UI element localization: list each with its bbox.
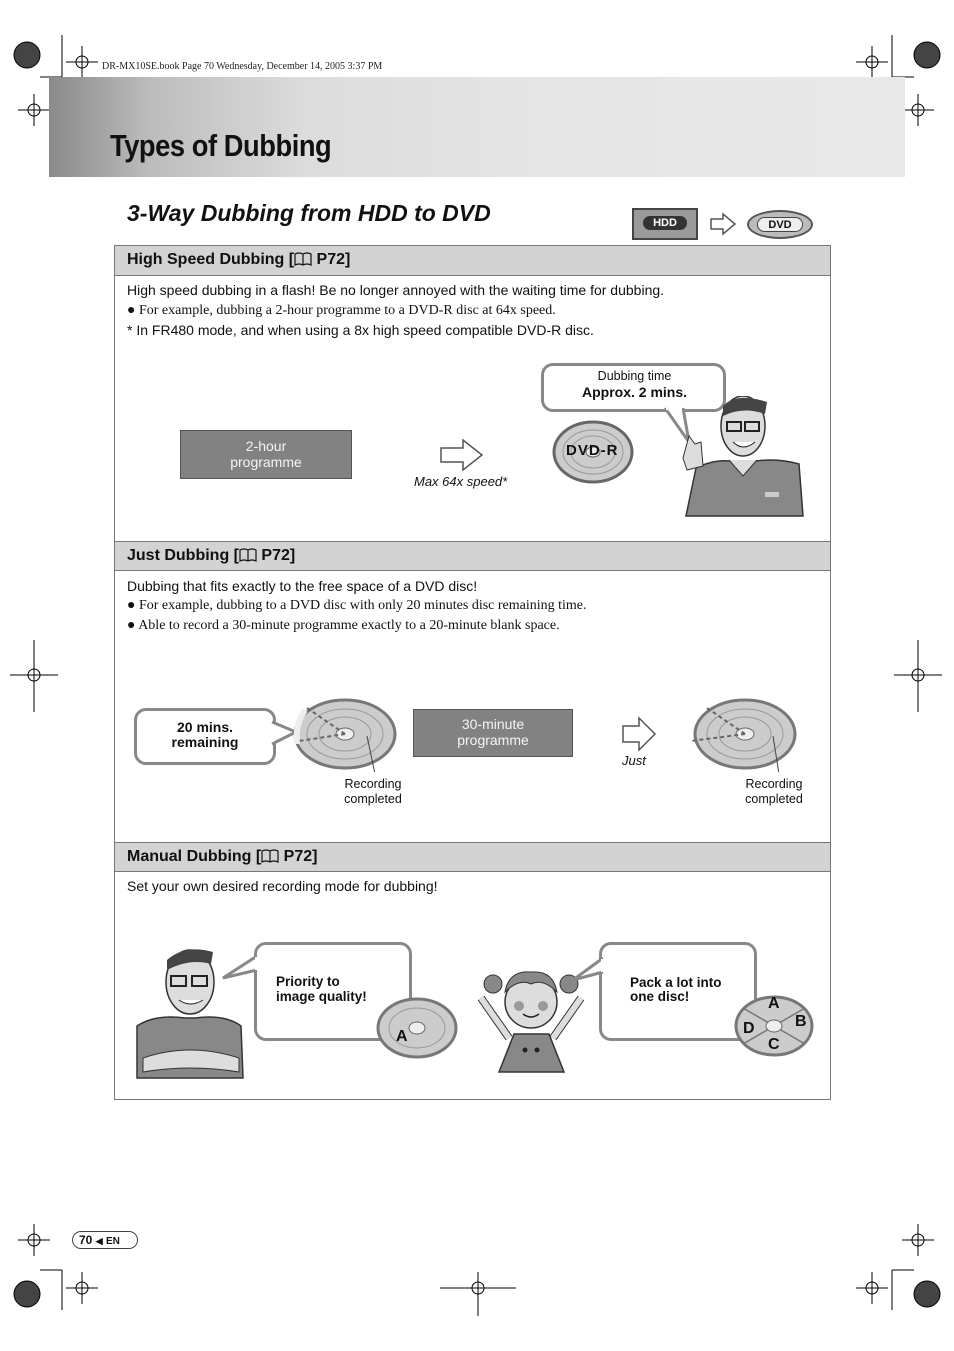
just-header: Just Dubbing [ P72] [115, 541, 830, 571]
triangle-left-icon: ◀ [95, 1236, 103, 1246]
disc-partial-icon [293, 698, 397, 772]
just-caption: Just [622, 753, 646, 768]
high-speed-header: High Speed Dubbing [ P72] [115, 246, 830, 276]
pack-line1: Pack a lot into [630, 975, 722, 990]
page-number-badge: 70 ◀ EN [72, 1231, 138, 1249]
title-band [49, 77, 905, 177]
pack-line2: one disc! [630, 989, 690, 1004]
high-speed-intro: High speed dubbing in a flash! Be no lon… [127, 282, 665, 298]
programme-box-2hour: 2-hour programme [180, 430, 352, 479]
bubble-tail [572, 956, 605, 982]
man-arms-crossed-illustration [136, 949, 244, 1079]
rec-right-line2: completed [745, 792, 803, 806]
arrow-right-icon [710, 212, 737, 236]
disc-label-a: A [768, 995, 780, 1012]
quality-line2: image quality! [276, 989, 367, 1004]
manual-intro: Set your own desired recording mode for … [127, 878, 438, 894]
hdd-badge: HDD [632, 208, 698, 240]
arrow-right-icon [622, 716, 657, 752]
programme-line2: programme [230, 454, 302, 470]
manual-title: Manual Dubbing [ [127, 848, 262, 865]
just-intro: Dubbing that fits exactly to the free sp… [127, 578, 478, 594]
programme30-line1: 30-minute [461, 716, 525, 732]
just-title: Just Dubbing [ [127, 547, 239, 564]
quality-line1: Priority to [276, 974, 340, 989]
rec-left-line2: completed [344, 792, 402, 806]
content-box: High Speed Dubbing [ P72] High speed dub… [114, 245, 831, 1100]
just-bullet2: ● Able to record a 30-minute programme e… [127, 618, 560, 633]
print-header: DR-MX10SE.book Page 70 Wednesday, Decemb… [102, 61, 383, 72]
book-icon [294, 252, 312, 266]
page-title: Types of Dubbing [110, 128, 332, 163]
high-speed-bullet-text: For example, dubbing a 2-hour programme … [138, 303, 556, 318]
hdd-badge-label: HDD [643, 216, 687, 230]
page-number: 70 [79, 1233, 93, 1247]
dvd-r-label: DVD-R [566, 442, 619, 459]
programme-box-30min: 30-minute programme [413, 709, 573, 757]
book-icon [239, 548, 257, 562]
dvd-r-disc-icon [552, 420, 634, 484]
man-thumbs-up-illustration [682, 396, 804, 517]
disc-label-d: D [743, 1020, 755, 1037]
programme-line1: 2-hour [245, 438, 287, 454]
disc-abcd-icon [734, 995, 814, 1057]
just-bullet1: ● For example, dubbing to a DVD disc wit… [127, 598, 587, 613]
girl-illustration [477, 971, 585, 1073]
remaining-line2: remaining [171, 734, 239, 750]
just-ref: P72] [256, 547, 296, 564]
dubbing-time-value: Approx. 2 mins. [581, 384, 688, 400]
pack-bubble [599, 942, 757, 1041]
high-speed-title: High Speed Dubbing [ [127, 251, 295, 268]
remaining-bubble [134, 708, 276, 765]
manual-ref: P72] [279, 848, 318, 865]
disc-label-c: C [768, 1036, 780, 1053]
dvd-badge: DVD [747, 210, 813, 239]
bubble-tail [222, 954, 261, 980]
section-title: 3-Way Dubbing from HDD to DVD [127, 200, 491, 226]
high-speed-bullet: ● For example, dubbing a 2-hour programm… [127, 303, 556, 318]
disc-a-label: A [396, 1028, 408, 1045]
arrow-right-icon [440, 438, 484, 472]
speed-caption: Max 64x speed* [414, 474, 508, 489]
just-bullet2-text: Able to record a 30-minute programme exa… [138, 618, 560, 633]
disc-a-icon [376, 997, 458, 1059]
dvd-badge-label: DVD [757, 217, 803, 232]
remaining-line1: 20 mins. [176, 719, 234, 735]
book-icon [261, 849, 279, 863]
just-bullet1-text: For example, dubbing to a DVD disc with … [138, 598, 587, 613]
rec-right-line1: Recording [745, 777, 803, 791]
high-speed-ref: P72] [312, 251, 351, 268]
language-code: EN [105, 1236, 120, 1247]
high-speed-note: * In FR480 mode, and when using a 8x hig… [127, 322, 594, 338]
rec-left-line1: Recording [344, 777, 402, 791]
disc-label-b: B [795, 1013, 807, 1030]
dubbing-time-bubble [541, 363, 726, 412]
manual-header: Manual Dubbing [ P72] [115, 842, 830, 872]
dubbing-time-label: Dubbing time [597, 369, 672, 383]
programme30-line2: programme [457, 732, 529, 748]
disc-full-icon [690, 698, 797, 772]
